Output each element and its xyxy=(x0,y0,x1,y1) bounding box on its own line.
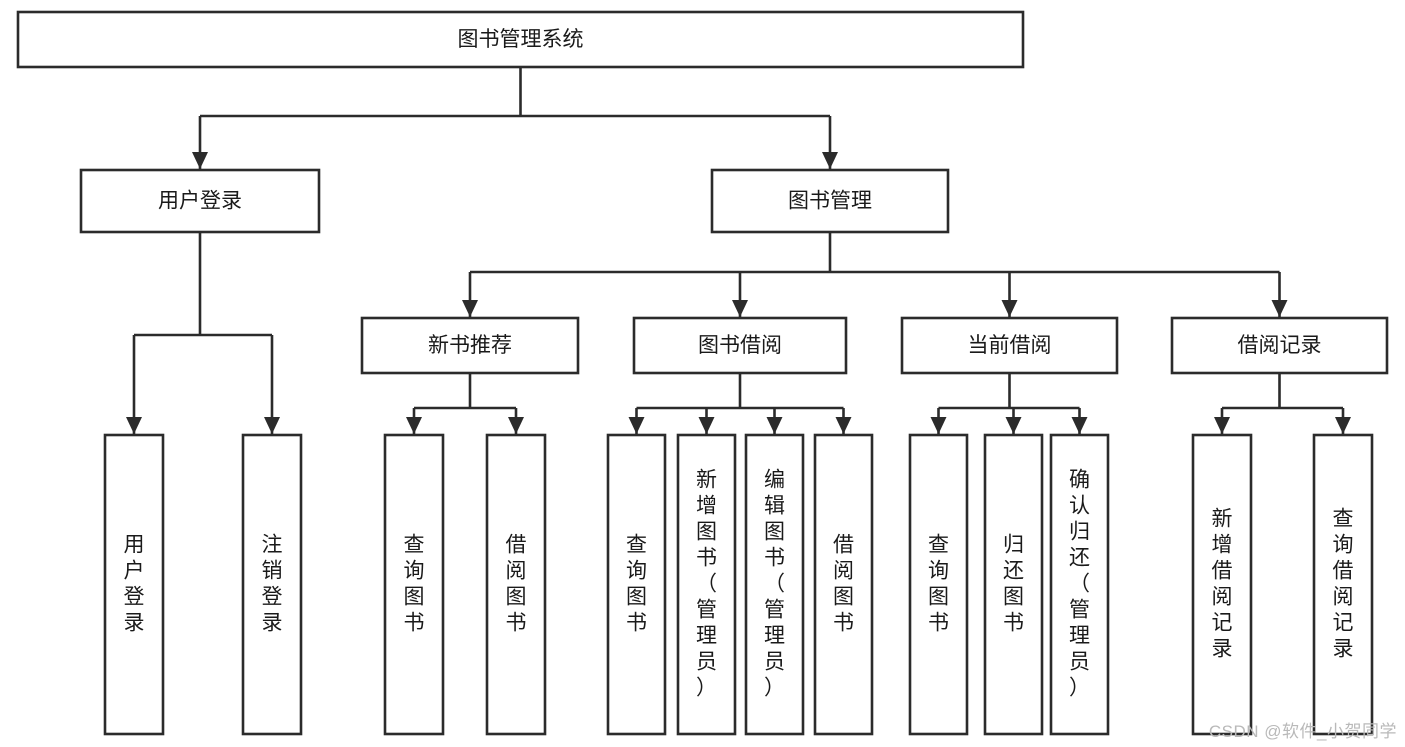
leaf-node[interactable]: 注销登录 xyxy=(241,433,303,736)
root-label: 图书管理系统 xyxy=(458,28,584,51)
arrow-head-icon xyxy=(462,300,478,317)
leaf-box[interactable] xyxy=(606,433,667,736)
level3-label: 新书推荐 xyxy=(428,334,512,357)
leaf-label: 查询图书 xyxy=(928,533,949,634)
level2-box[interactable] xyxy=(79,168,321,234)
leaf-node[interactable]: 确认归还（管理员） xyxy=(1049,433,1110,736)
leaf-box[interactable] xyxy=(241,433,303,736)
level2-label: 图书管理 xyxy=(788,190,872,213)
leaf-node[interactable]: 查询图书 xyxy=(606,433,667,736)
arrow-head-icon xyxy=(732,300,748,317)
leaf-box[interactable] xyxy=(983,433,1044,736)
root-node[interactable]: 图书管理系统 xyxy=(16,10,1025,69)
leaf-label: 确认归还（管理员） xyxy=(1069,468,1090,699)
leaf-node[interactable]: 用户登录 xyxy=(103,433,165,736)
arrow-head-icon xyxy=(1005,417,1022,434)
leaf-box[interactable] xyxy=(1312,433,1374,736)
arrow-head-icon xyxy=(698,417,715,434)
leaf-label: 用户登录 xyxy=(124,533,145,634)
arrow-head-icon xyxy=(930,417,947,434)
level3-node[interactable]: 当前借阅 xyxy=(900,316,1119,375)
arrow-head-icon xyxy=(766,417,783,434)
node-layer: 图书管理系统用户登录图书管理新书推荐图书借阅当前借阅借阅记录用户登录注销登录查询… xyxy=(16,10,1389,736)
arrow-head-icon xyxy=(1335,417,1351,434)
arrow-head-icon xyxy=(628,417,645,434)
level3-label: 借阅记录 xyxy=(1238,334,1322,357)
leaf-box[interactable] xyxy=(744,433,805,736)
level2-label: 用户登录 xyxy=(158,190,242,213)
level3-label: 图书借阅 xyxy=(698,334,782,357)
leaf-box[interactable] xyxy=(1191,433,1253,736)
arrow-head-icon xyxy=(126,417,142,434)
arrow-head-icon xyxy=(1271,300,1288,317)
level3-node[interactable]: 借阅记录 xyxy=(1170,316,1389,375)
leaf-label: 查询借阅记录 xyxy=(1333,507,1354,660)
leaf-box[interactable] xyxy=(813,433,874,736)
leaf-node[interactable]: 借阅图书 xyxy=(485,433,547,736)
level3-box[interactable] xyxy=(632,316,848,375)
arrow-head-icon xyxy=(1001,300,1018,317)
leaf-node[interactable]: 查询图书 xyxy=(908,433,969,736)
arrow-head-icon xyxy=(192,152,208,169)
leaf-label: 新增图书（管理员） xyxy=(696,468,717,699)
leaf-label: 编辑图书（管理员） xyxy=(764,468,785,699)
leaf-box[interactable] xyxy=(383,433,445,736)
leaf-label: 借阅图书 xyxy=(506,533,527,634)
leaf-box[interactable] xyxy=(103,433,165,736)
leaf-node[interactable]: 查询图书 xyxy=(383,433,445,736)
leaf-box[interactable] xyxy=(676,433,737,736)
leaf-node[interactable]: 归还图书 xyxy=(983,433,1044,736)
leaf-node[interactable]: 新增借阅记录 xyxy=(1191,433,1253,736)
level2-box[interactable] xyxy=(710,168,950,234)
leaf-label: 新增借阅记录 xyxy=(1212,507,1233,660)
arrow-head-icon xyxy=(835,417,852,434)
level3-node[interactable]: 新书推荐 xyxy=(360,316,580,375)
leaf-node[interactable]: 借阅图书 xyxy=(813,433,874,736)
level3-label: 当前借阅 xyxy=(968,334,1052,357)
leaf-node[interactable]: 编辑图书（管理员） xyxy=(744,433,805,736)
arrow-head-icon xyxy=(406,417,422,434)
level3-box[interactable] xyxy=(900,316,1119,375)
arrow-head-icon xyxy=(822,152,838,169)
arrow-head-icon xyxy=(264,417,280,434)
level2-node[interactable]: 用户登录 xyxy=(79,168,321,234)
level3-node[interactable]: 图书借阅 xyxy=(632,316,848,375)
leaf-label: 归还图书 xyxy=(1003,533,1024,634)
arrow-head-icon xyxy=(1071,417,1088,434)
connector-layer xyxy=(126,67,1351,434)
leaf-label: 借阅图书 xyxy=(833,533,854,634)
root-box[interactable] xyxy=(16,10,1025,69)
leaf-box[interactable] xyxy=(485,433,547,736)
leaf-node[interactable]: 新增图书（管理员） xyxy=(676,433,737,736)
level3-box[interactable] xyxy=(1170,316,1389,375)
leaf-label: 查询图书 xyxy=(404,533,425,634)
arrow-head-icon xyxy=(508,417,524,434)
level2-node[interactable]: 图书管理 xyxy=(710,168,950,234)
level3-box[interactable] xyxy=(360,316,580,375)
leaf-node[interactable]: 查询借阅记录 xyxy=(1312,433,1374,736)
leaf-box[interactable] xyxy=(908,433,969,736)
leaf-box[interactable] xyxy=(1049,433,1110,736)
arrow-head-icon xyxy=(1214,417,1230,434)
leaf-label: 注销登录 xyxy=(262,533,283,634)
leaf-label: 查询图书 xyxy=(626,533,647,634)
